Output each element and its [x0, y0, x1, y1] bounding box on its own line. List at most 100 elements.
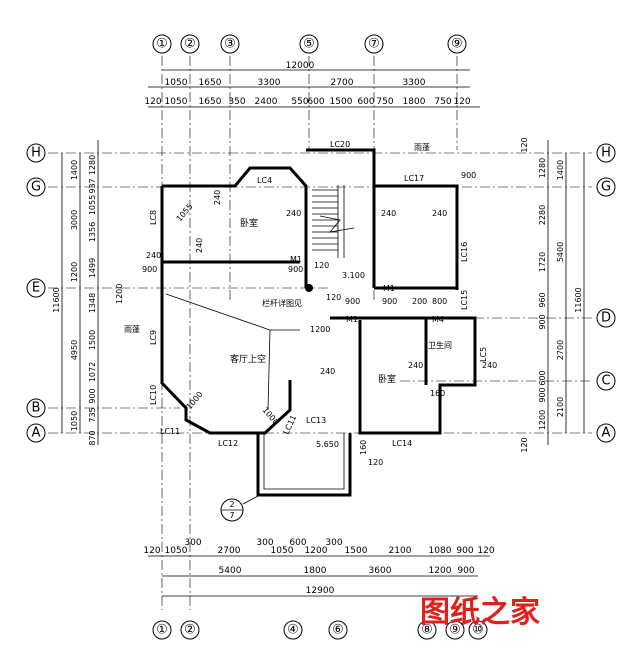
dim: 1500	[345, 546, 368, 556]
dim: 1050	[165, 78, 188, 88]
dim: 3300	[403, 78, 426, 88]
label: LC16	[460, 242, 469, 262]
dim: 900	[461, 171, 476, 180]
bottom-dimensions: 120 1050 300 2700 300 1050 600 1200 300 …	[143, 538, 495, 597]
dim: 1200	[429, 566, 452, 576]
dim: 120	[326, 293, 341, 302]
label: LC17	[404, 174, 424, 183]
dim: 1200	[305, 546, 328, 556]
dim: 550	[291, 97, 308, 107]
left-dimensions: 11600 1400 3000 1200 4950 1050 1280 937 …	[52, 140, 99, 446]
dim: 2700	[556, 340, 565, 360]
dim: 900	[538, 314, 547, 329]
opening-labels: LC20 LC4 LC17 LC8 LC16 LC15 LC9 LC10 LC1…	[124, 140, 488, 449]
axis-label: D	[601, 311, 611, 326]
axis-label: C	[601, 374, 610, 389]
dim: 600	[357, 97, 374, 107]
detail-ref-top: 2	[229, 500, 234, 509]
dim: 1050	[70, 411, 79, 431]
detail-reference: 2 7	[220, 284, 313, 522]
dim: 3300	[258, 78, 281, 88]
dim: 1400	[556, 160, 565, 180]
dim: 1000	[260, 406, 280, 427]
dim: 240	[213, 190, 222, 205]
axis-label: E	[32, 281, 40, 296]
dim: 350	[228, 97, 245, 107]
dim: 2700	[218, 546, 241, 556]
dim: 1800	[403, 97, 426, 107]
dim: 240	[408, 361, 423, 370]
label: M4	[432, 315, 444, 324]
dim: 120	[453, 97, 470, 107]
dim: 2100	[556, 397, 565, 417]
dim: 120	[520, 437, 529, 452]
top-dimensions: 12000 1050 1650 3300 2700 3300 120 1050 …	[144, 61, 480, 108]
dim: 870	[88, 430, 97, 445]
axis-label: ⑩	[472, 623, 484, 638]
dim: 5400	[219, 566, 242, 576]
dim: 200	[412, 297, 427, 306]
axis-label: G	[31, 180, 41, 195]
dim-left-total: 11600	[52, 287, 61, 312]
dim: 735	[88, 407, 97, 422]
dim-bottom-total: 12900	[306, 586, 335, 596]
void-outline	[165, 293, 300, 411]
dim: 300	[325, 538, 342, 548]
label: LC20	[330, 140, 350, 149]
dim: 1720	[538, 252, 547, 272]
dim: 1499	[88, 258, 97, 278]
dim: 240	[381, 209, 396, 218]
dim: 300	[184, 538, 201, 548]
room-bedroom-2: 卧室	[378, 373, 396, 385]
label: LC12	[218, 439, 238, 448]
dim: 1055	[175, 202, 195, 223]
dim: 120	[314, 261, 329, 270]
rail-note: 栏杆详图见	[262, 298, 302, 308]
label: LC13	[306, 416, 326, 425]
left-axis-markers: H G E B A	[26, 143, 46, 443]
dim: 1500	[88, 330, 97, 350]
axis-label: G	[601, 180, 611, 195]
dim: 900	[456, 546, 473, 556]
dim: 1050	[165, 546, 188, 556]
label: M1	[290, 255, 302, 264]
dim: 3000	[70, 210, 79, 230]
label: LC4	[257, 176, 272, 185]
dim: 960	[538, 292, 547, 307]
label: 雨蓬	[124, 324, 140, 334]
dim: 240	[146, 251, 161, 260]
dim: 900	[88, 388, 97, 403]
dim: 240	[195, 238, 204, 253]
dim: 3600	[369, 566, 392, 576]
label: LC11	[160, 427, 180, 436]
dim: 1200	[538, 410, 547, 430]
dim: 240	[432, 209, 447, 218]
axis-label: ②	[184, 37, 196, 52]
axis-grid	[48, 56, 592, 610]
label: LC15	[460, 290, 469, 310]
dim: 4950	[70, 340, 79, 360]
dim: 120	[144, 97, 161, 107]
axis-label: A	[602, 426, 611, 441]
dim: 900	[142, 265, 157, 274]
dim: 600	[289, 538, 306, 548]
room-bathroom: 卫生间	[428, 340, 452, 350]
dim: 160	[359, 440, 368, 455]
axis-label: ⑨	[451, 37, 463, 52]
stair-treads	[312, 185, 355, 258]
dim: 120	[143, 546, 160, 556]
dim: 750	[434, 97, 451, 107]
dim: 1200	[310, 325, 330, 334]
dim: 1650	[199, 78, 222, 88]
dim-right-total: 11600	[574, 287, 583, 312]
dim: 1072	[88, 362, 97, 382]
label-elevation: 3.100	[342, 271, 365, 280]
dim: 240	[320, 367, 335, 376]
dim: 900	[457, 566, 474, 576]
axis-label: ①	[156, 37, 168, 52]
axis-label: ④	[287, 623, 299, 638]
dim: 160	[430, 389, 445, 398]
dim: 1500	[330, 97, 353, 107]
dim: 1800	[304, 566, 327, 576]
